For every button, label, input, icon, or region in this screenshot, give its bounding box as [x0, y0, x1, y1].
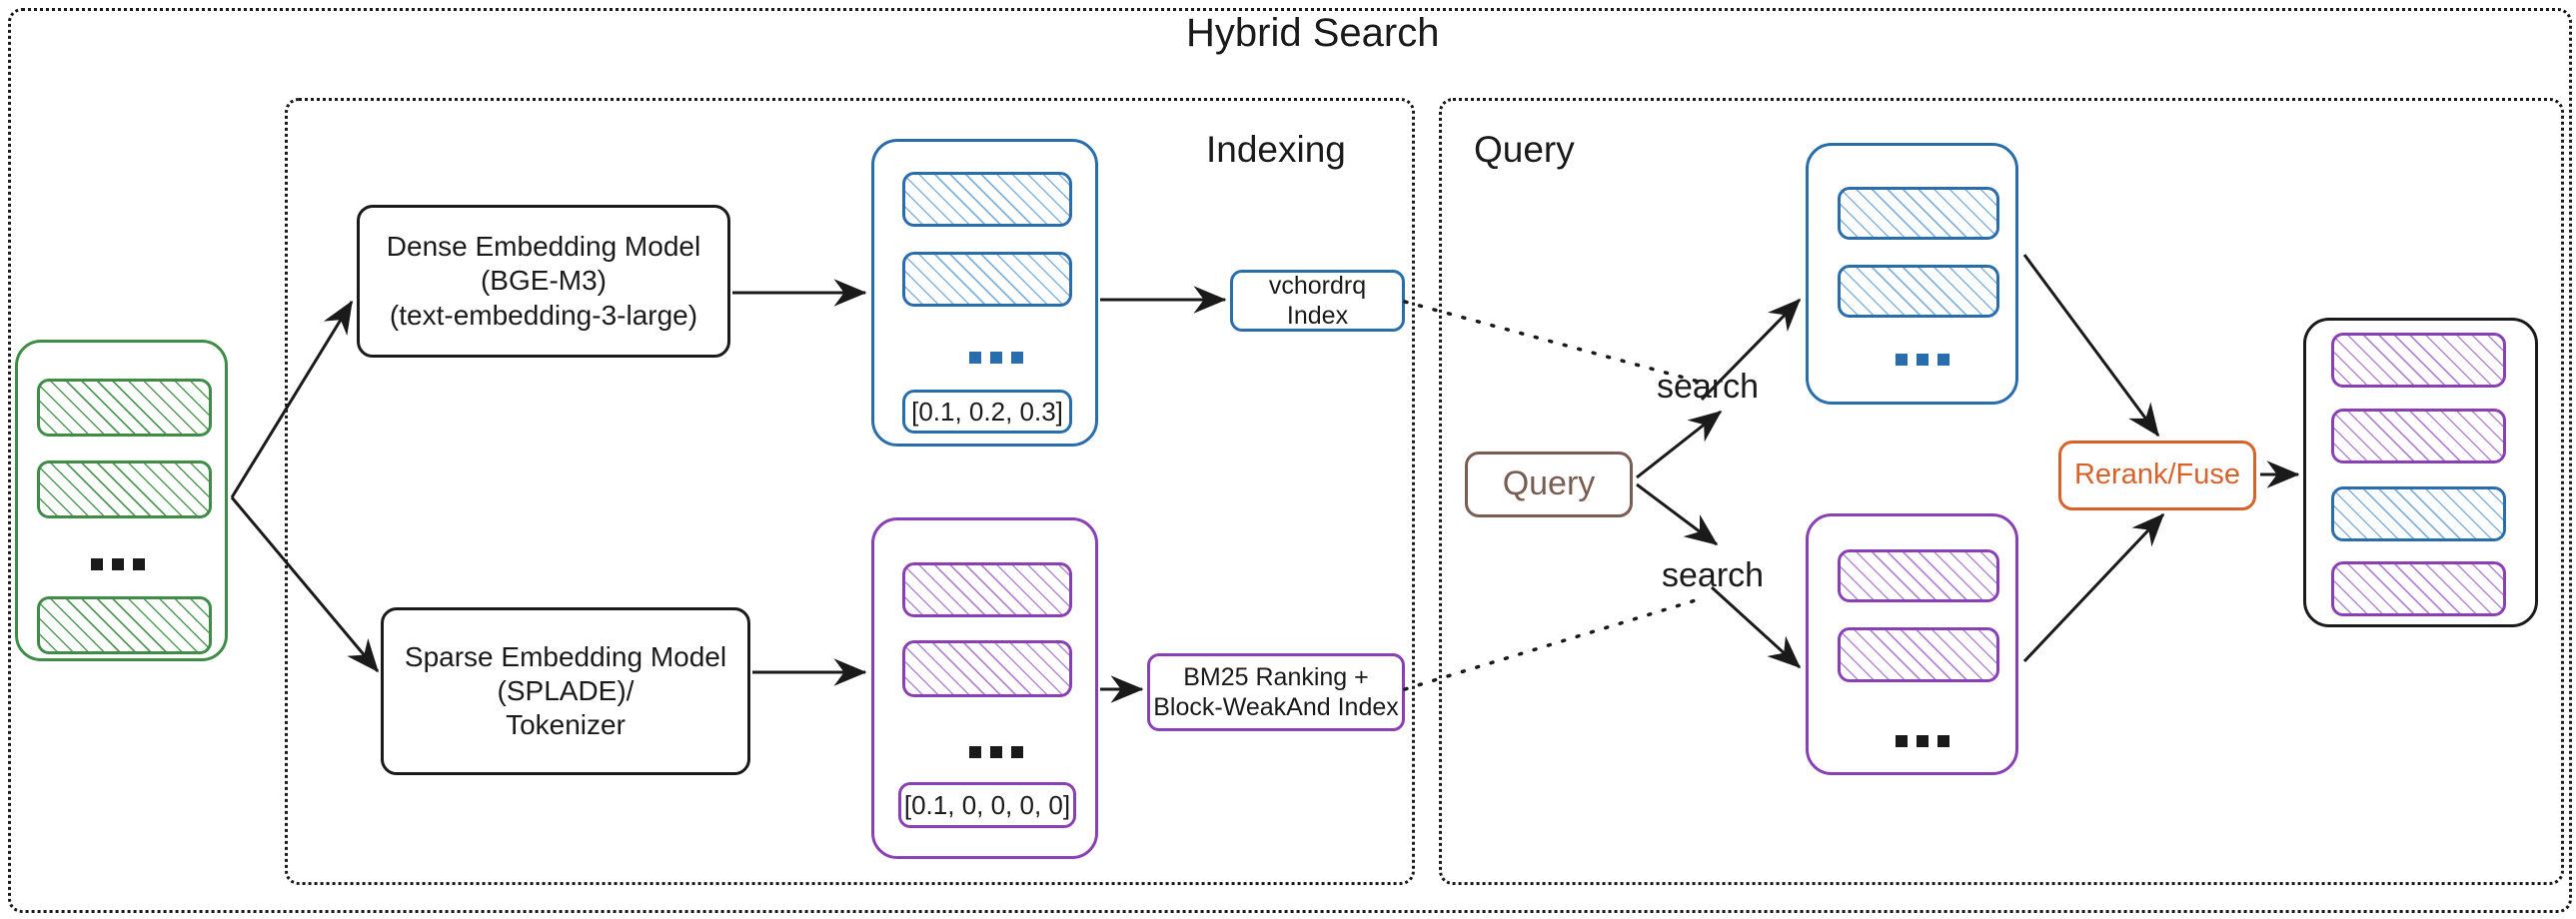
source-documents-ellipsis — [91, 558, 145, 570]
source-documents-stack — [15, 340, 228, 661]
sparse-results-ellipsis — [1896, 735, 1949, 747]
dense-vectors-stack: [0.1, 0.2, 0.3] — [871, 139, 1098, 447]
dense-model-line-3: (text-embedding-3-large) — [389, 299, 698, 331]
final-result-cell — [2331, 561, 2506, 616]
source-document-cell — [37, 596, 212, 654]
dense-embedding-model-node[interactable]: Dense Embedding Model (BGE-M3) (text-emb… — [357, 205, 730, 358]
sparse-results-stack — [1806, 513, 2018, 775]
bm25-index-line-2: Block-WeakAnd Index — [1153, 693, 1399, 721]
sparse-model-line-2: (SPLADE)/ — [497, 674, 635, 706]
search-sparse-label: search — [1662, 556, 1765, 594]
rerank-fuse-node[interactable]: Rerank/Fuse — [2058, 441, 2256, 510]
dense-results-stack — [1806, 143, 2018, 405]
dense-vector-value: [0.1, 0.2, 0.3] — [902, 390, 1072, 434]
dense-vector-cell — [902, 252, 1072, 307]
final-result-cell — [2331, 333, 2506, 388]
query-node-label: Query — [1502, 464, 1596, 503]
rerank-fuse-label: Rerank/Fuse — [2073, 459, 2240, 491]
dense-vector-cell — [902, 172, 1072, 227]
dense-model-line-1: Dense Embedding Model — [386, 231, 701, 263]
sparse-embedding-model-node[interactable]: Sparse Embedding Model (SPLADE)/ Tokeniz… — [381, 607, 750, 775]
dense-results-ellipsis — [1896, 354, 1949, 366]
dense-vectors-ellipsis — [969, 352, 1023, 364]
source-document-cell — [37, 379, 212, 437]
sparse-result-cell — [1838, 549, 1999, 602]
query-panel — [1439, 98, 2564, 885]
vchordrq-index-line-2: Index — [1286, 302, 1349, 330]
source-document-cell — [37, 460, 212, 518]
bm25-index-node[interactable]: BM25 Ranking + Block-WeakAnd Index — [1147, 653, 1405, 731]
hybrid-search-frame — [8, 8, 2572, 913]
sparse-vector-value: [0.1, 0, 0, 0, 0] — [898, 782, 1076, 828]
final-results-stack — [2303, 318, 2538, 627]
page-title: Hybrid Search — [1186, 11, 1440, 55]
sparse-result-cell — [1838, 627, 1999, 682]
sparse-model-line-1: Sparse Embedding Model — [404, 640, 727, 672]
dense-result-cell — [1838, 265, 1999, 318]
query-node[interactable]: Query — [1465, 452, 1633, 517]
sparse-model-line-3: Tokenizer — [506, 709, 626, 741]
query-panel-label: Query — [1474, 129, 1575, 170]
sparse-vectors-ellipsis — [969, 746, 1023, 758]
dense-model-line-2: (BGE-M3) — [480, 265, 607, 297]
bm25-index-line-1: BM25 Ranking + — [1183, 662, 1369, 691]
final-result-cell — [2331, 409, 2506, 463]
dense-result-cell — [1838, 187, 1999, 240]
sparse-vector-cell — [902, 562, 1072, 617]
sparse-vectors-stack: [0.1, 0, 0, 0, 0] — [871, 517, 1098, 859]
sparse-vector-cell — [902, 640, 1072, 697]
vchordrq-index-node[interactable]: vchordrq Index — [1230, 270, 1405, 332]
search-dense-label: search — [1657, 368, 1760, 406]
indexing-panel-label: Indexing — [1206, 129, 1346, 170]
vchordrq-index-line-1: vchordrq — [1268, 271, 1367, 300]
final-result-cell — [2331, 486, 2506, 541]
